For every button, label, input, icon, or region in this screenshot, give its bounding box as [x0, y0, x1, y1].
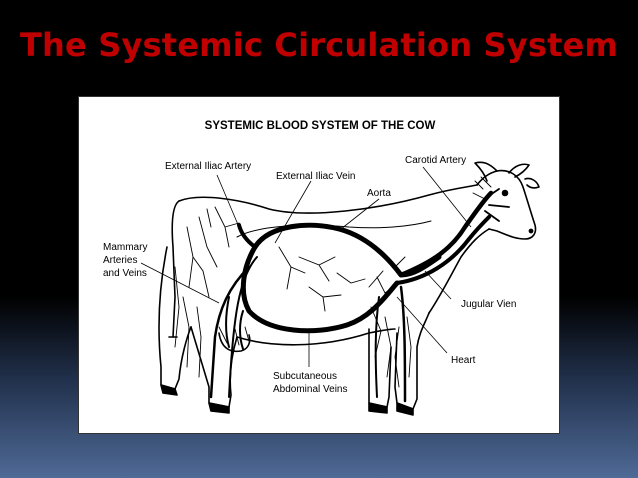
label-carotid-artery: Carotid Artery	[405, 155, 466, 166]
slide-title: The Systemic Circulation System	[19, 26, 619, 64]
capillary-branches	[174, 176, 492, 388]
cow-outline	[158, 161, 540, 416]
label-heart: Heart	[451, 355, 476, 366]
label-mammary-line3: and Veins	[103, 268, 147, 279]
diagram-frame: SYSTEMIC BLOOD SYSTEM OF THE COW	[78, 96, 560, 434]
leader-lines	[140, 166, 472, 367]
label-subcutaneous-line1: Subcutaneous	[273, 371, 337, 382]
label-external-iliac-vein: External Iliac Vein	[276, 171, 356, 182]
diagram-title: SYSTEMIC BLOOD SYSTEM OF THE COW	[205, 120, 436, 132]
label-jugular-vein: Jugular Vien	[461, 299, 516, 310]
label-mammary-line2: Arteries	[103, 255, 137, 266]
cow-circulation-diagram: SYSTEMIC BLOOD SYSTEM OF THE COW	[103, 120, 540, 416]
label-subcutaneous-line2: Abdominal Veins	[273, 384, 348, 395]
major-vessels	[209, 188, 510, 403]
label-external-iliac-artery: External Iliac Artery	[165, 161, 251, 172]
label-mammary-line1: Mammary	[103, 242, 147, 253]
label-aorta: Aorta	[367, 188, 391, 199]
diagram-labels: External Iliac Artery External Iliac Vei…	[103, 155, 516, 395]
